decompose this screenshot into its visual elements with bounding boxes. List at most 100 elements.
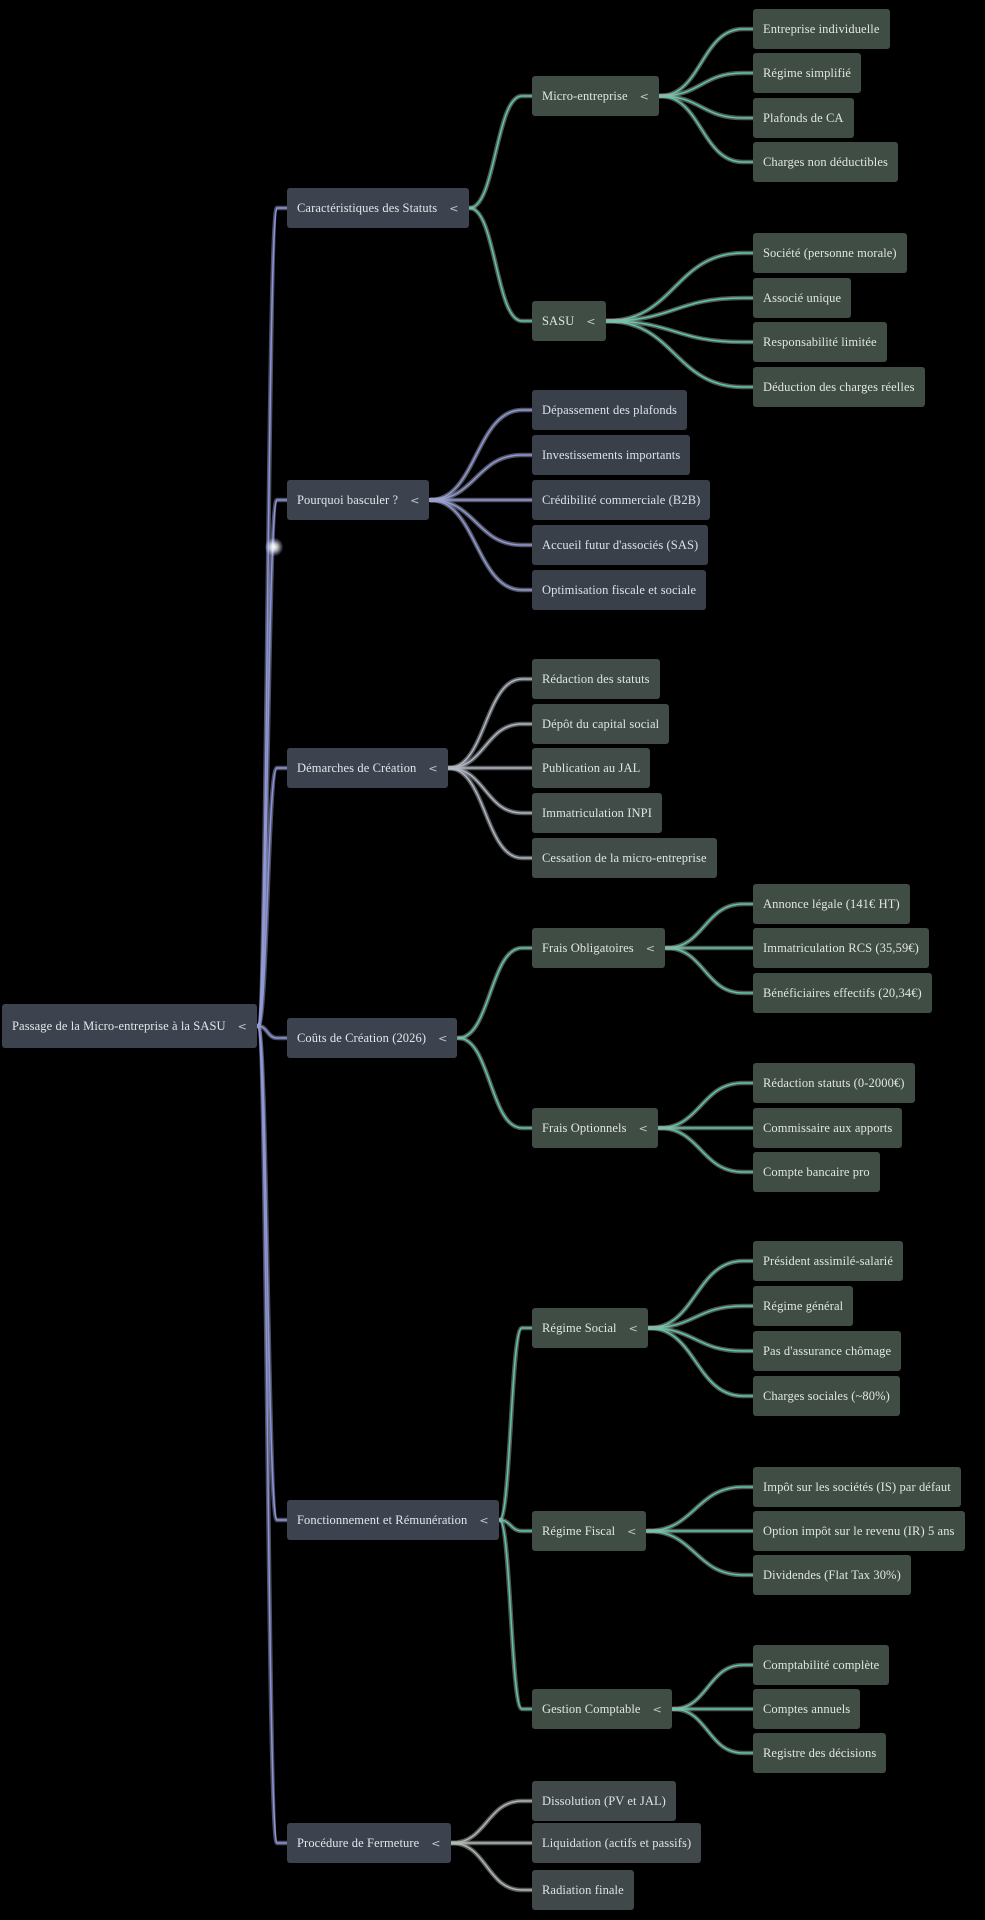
node-box[interactable]: Dissolution (PV et JAL): [532, 1781, 676, 1821]
node-box[interactable]: Passage de la Micro-entreprise à la SASU…: [2, 1004, 257, 1048]
node-box[interactable]: Rédaction des statuts: [532, 659, 660, 699]
branch-link: [429, 499, 537, 591]
node-label: Impôt sur les sociétés (IS) par défaut: [763, 1479, 951, 1494]
branch-link: [665, 947, 758, 994]
branch-link: [658, 1127, 758, 1173]
node-passage-de-la-micro-entreprise-a-la-sasu: Passage de la Micro-entreprise à la SASU…: [2, 1004, 257, 1048]
node-label: Immatriculation INPI: [542, 805, 652, 820]
node-box[interactable]: Plafonds de CA: [753, 98, 854, 138]
node-label: Dépôt du capital social: [542, 716, 660, 731]
node-box[interactable]: Immatriculation RCS (35,59€): [753, 928, 929, 968]
collapse-toggle-icon[interactable]: <: [449, 201, 459, 215]
collapse-toggle-icon[interactable]: <: [638, 1121, 648, 1135]
node-box[interactable]: Société (personne morale): [753, 233, 907, 273]
node-comptes-annuels: Comptes annuels: [753, 1689, 861, 1729]
node-label: Dividendes (Flat Tax 30%): [763, 1567, 901, 1582]
node-box[interactable]: Liquidation (actifs et passifs): [532, 1823, 702, 1863]
node-box[interactable]: Frais Optionnels<: [532, 1108, 658, 1148]
node-box[interactable]: Frais Obligatoires<: [532, 928, 665, 968]
collapse-toggle-icon[interactable]: <: [431, 1836, 441, 1850]
node-box[interactable]: Bénéficiaires effectifs (20,34€): [753, 973, 932, 1013]
node-box[interactable]: Option impôt sur le revenu (IR) 5 ans: [753, 1511, 965, 1551]
collapse-toggle-icon[interactable]: <: [586, 314, 596, 328]
node-box[interactable]: Régime général: [753, 1286, 854, 1326]
branch-link: [498, 1519, 537, 1710]
branch-link: [648, 1327, 758, 1397]
node-regime-social: Régime Social<: [532, 1308, 648, 1348]
node-sasu: SASU<: [532, 301, 606, 341]
node-box[interactable]: Optimisation fiscale et sociale: [532, 570, 707, 610]
node-box[interactable]: Comptabilité complète: [753, 1645, 890, 1685]
node-option-impot-sur-le-revenu-ir-5-ans: Option impôt sur le revenu (IR) 5 ans: [753, 1511, 965, 1551]
collapse-toggle-icon[interactable]: <: [438, 1031, 448, 1045]
node-box[interactable]: Publication au JAL: [532, 748, 651, 788]
node-box[interactable]: Président assimilé-salarié: [753, 1241, 903, 1281]
node-accueil-futur-d-associes-sas: Accueil futur d'associés (SAS): [532, 525, 709, 565]
collapse-toggle-icon[interactable]: <: [645, 941, 655, 955]
node-box[interactable]: Dépassement des plafonds: [532, 390, 688, 430]
node-box[interactable]: Responsabilité limitée: [753, 322, 887, 362]
node-label: Procédure de Fermeture: [297, 1835, 420, 1850]
node-label: Caractéristiques des Statuts: [297, 200, 438, 215]
node-registre-des-decisions: Registre des décisions: [753, 1733, 887, 1773]
node-charges-sociales-80: Charges sociales (~80%): [753, 1376, 900, 1416]
node-box[interactable]: Registre des décisions: [753, 1733, 887, 1773]
node-label: Société (personne morale): [763, 245, 897, 260]
node-pas-d-assurance-chomage: Pas d'assurance chômage: [753, 1331, 902, 1371]
collapse-toggle-icon[interactable]: <: [639, 89, 649, 103]
node-label: Rédaction des statuts: [542, 671, 650, 686]
node-box[interactable]: Dividendes (Flat Tax 30%): [753, 1555, 911, 1595]
collapse-toggle-icon[interactable]: <: [652, 1702, 662, 1716]
node-box[interactable]: Commissaire aux apports: [753, 1108, 903, 1148]
node-label: Fonctionnement et Rémunération: [297, 1512, 468, 1527]
node-caracteristiques-des-statuts: Caractéristiques des Statuts <: [287, 188, 469, 228]
node-box[interactable]: Accueil futur d'associés (SAS): [532, 525, 709, 565]
node-box[interactable]: Charges sociales (~80%): [753, 1376, 900, 1416]
node-box[interactable]: Régime Social<: [532, 1308, 648, 1348]
node-box[interactable]: Rédaction statuts (0-2000€): [753, 1063, 915, 1103]
node-box[interactable]: Pourquoi basculer ?<: [287, 480, 430, 520]
node-box[interactable]: Compte bancaire pro: [753, 1152, 880, 1192]
node-box[interactable]: SASU<: [532, 301, 606, 341]
collapse-toggle-icon[interactable]: <: [428, 761, 438, 775]
node-box[interactable]: Associé unique: [753, 278, 852, 318]
node-box[interactable]: Entreprise individuelle: [753, 9, 890, 49]
node-box[interactable]: Fonctionnement et Rémunération <: [287, 1500, 499, 1540]
node-box[interactable]: Régime simplifié: [753, 53, 862, 93]
node-box[interactable]: Démarches de Création<: [287, 748, 448, 788]
node-immatriculation-rcs-35-59: Immatriculation RCS (35,59€): [753, 928, 929, 968]
node-deduction-des-charges-reelles: Déduction des charges réelles: [753, 367, 925, 407]
node-box[interactable]: Impôt sur les sociétés (IS) par défaut: [753, 1467, 961, 1507]
node-box[interactable]: Investissements importants: [532, 435, 691, 475]
node-box[interactable]: Immatriculation INPI: [532, 793, 662, 833]
node-box[interactable]: Caractéristiques des Statuts <: [287, 188, 469, 228]
node-box[interactable]: Cessation de la micro-entreprise: [532, 838, 717, 878]
collapse-toggle-icon[interactable]: <: [410, 493, 420, 507]
node-box[interactable]: Radiation finale: [532, 1870, 634, 1910]
node-redaction-des-statuts: Rédaction des statuts: [532, 659, 660, 699]
collapse-toggle-icon[interactable]: <: [237, 1019, 247, 1033]
branch-link: [257, 767, 292, 1027]
node-box[interactable]: Pas d'assurance chômage: [753, 1331, 902, 1371]
node-label: Pas d'assurance chômage: [763, 1343, 892, 1358]
node-box[interactable]: Régime Fiscal<: [532, 1511, 647, 1551]
node-label: Comptabilité complète: [763, 1657, 880, 1672]
node-responsabilite-limitee: Responsabilité limitée: [753, 322, 887, 362]
node-box[interactable]: Crédibilité commerciale (B2B): [532, 480, 711, 520]
node-label: Déduction des charges réelles: [763, 379, 915, 394]
node-box[interactable]: Procédure de Fermeture <: [287, 1823, 451, 1863]
node-label: Plafonds de CA: [763, 110, 844, 125]
node-box[interactable]: Comptes annuels: [753, 1689, 861, 1729]
node-box[interactable]: Dépôt du capital social: [532, 704, 670, 744]
node-label: Investissements importants: [542, 447, 681, 462]
collapse-toggle-icon[interactable]: <: [627, 1524, 637, 1538]
node-label: Cessation de la micro-entreprise: [542, 850, 707, 865]
collapse-toggle-icon[interactable]: <: [479, 1513, 489, 1527]
node-box[interactable]: Charges non déductibles: [753, 142, 898, 182]
node-box[interactable]: Gestion Comptable<: [532, 1689, 672, 1729]
collapse-toggle-icon[interactable]: <: [628, 1321, 638, 1335]
node-box[interactable]: Micro-entreprise<: [532, 76, 659, 116]
node-box[interactable]: Coûts de Création (2026)<: [287, 1018, 458, 1058]
node-box[interactable]: Annonce légale (141€ HT): [753, 884, 910, 924]
node-box[interactable]: Déduction des charges réelles: [753, 367, 925, 407]
